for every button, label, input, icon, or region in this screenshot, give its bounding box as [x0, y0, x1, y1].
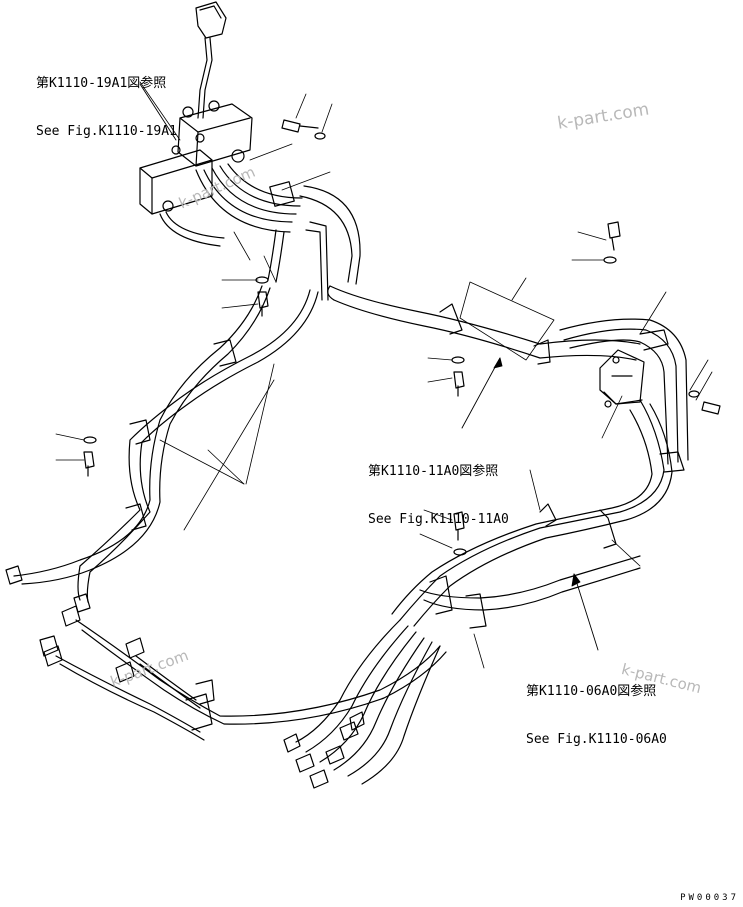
reference-label-19a1: 第K1110-19A1図参照 See Fig.K1110-19A1: [36, 44, 177, 156]
right-hoses: [391, 399, 685, 627]
reference-en: See Fig.K1110-19A1: [36, 124, 177, 139]
main-hose-bundle: [327, 285, 689, 465]
valve-block: [139, 100, 253, 215]
reference-label-11a0: 第K1110-11A0図参照 See Fig.K1110-11A0: [368, 432, 509, 544]
leader-lines: [55, 81, 713, 669]
reference-jp: 第K1110-19A1図参照: [36, 76, 167, 91]
lower-hose-bundle: [295, 555, 641, 785]
lower-fittings: [283, 711, 365, 789]
left-fittings: [5, 565, 145, 683]
lower-left-hoses: [55, 619, 447, 741]
left-hoses: [13, 285, 319, 603]
reference-label-06a0: 第K1110-06A0図参照 See Fig.K1110-06A0: [526, 652, 667, 764]
drawing-code: PW00037: [680, 893, 739, 903]
right-bracket: [599, 349, 645, 408]
reference-en: See Fig.K1110-11A0: [368, 512, 509, 527]
reference-arrows: [139, 83, 599, 651]
control-lever: [195, 1, 227, 119]
upper-hoses: [159, 163, 361, 301]
reference-jp: 第K1110-11A0図参照: [368, 464, 499, 479]
reference-en: See Fig.K1110-06A0: [526, 732, 667, 747]
reference-jp: 第K1110-06A0図参照: [526, 684, 657, 699]
